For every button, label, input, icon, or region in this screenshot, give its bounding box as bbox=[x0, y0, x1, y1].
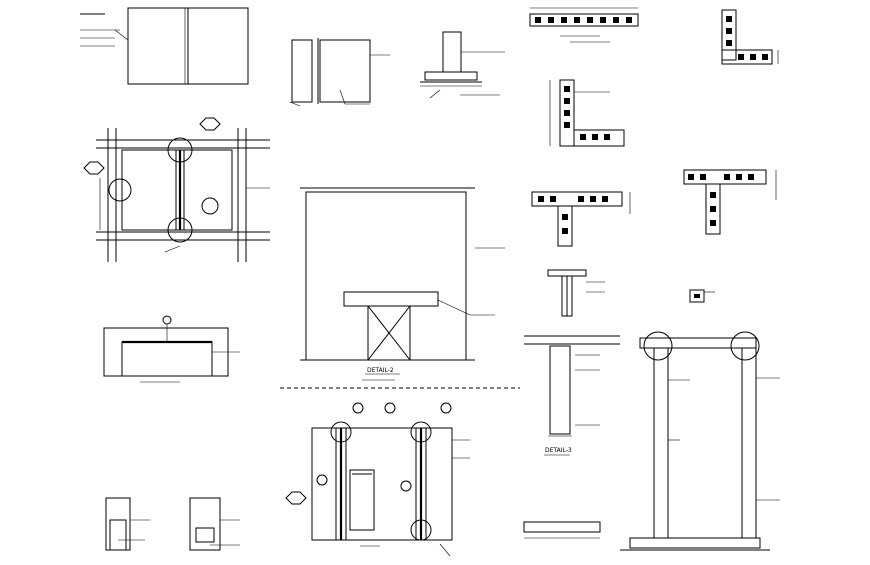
lintel-section bbox=[103, 315, 240, 383]
detail-2-title: DETAIL-2 bbox=[367, 367, 394, 374]
hexagon-tag-icon bbox=[199, 117, 221, 131]
detail-3-title: DETAIL-3 bbox=[545, 447, 572, 454]
footing-section bbox=[420, 31, 505, 99]
bond-wall-elevation-with-bars bbox=[285, 402, 470, 557]
reinforced-brick-elevation bbox=[83, 117, 270, 262]
brick-bond-elevation bbox=[80, 7, 249, 85]
hollow-block-plans bbox=[529, 7, 779, 317]
column-wall-section: DETAIL-3 bbox=[523, 331, 780, 551]
detail-circle-icon bbox=[400, 480, 412, 492]
section-marker-icon bbox=[162, 315, 172, 325]
wall-section-plaster bbox=[289, 38, 390, 107]
brick-pier-details bbox=[105, 497, 240, 551]
door-opening-wall-elevation: DETAIL-2 bbox=[300, 187, 505, 381]
